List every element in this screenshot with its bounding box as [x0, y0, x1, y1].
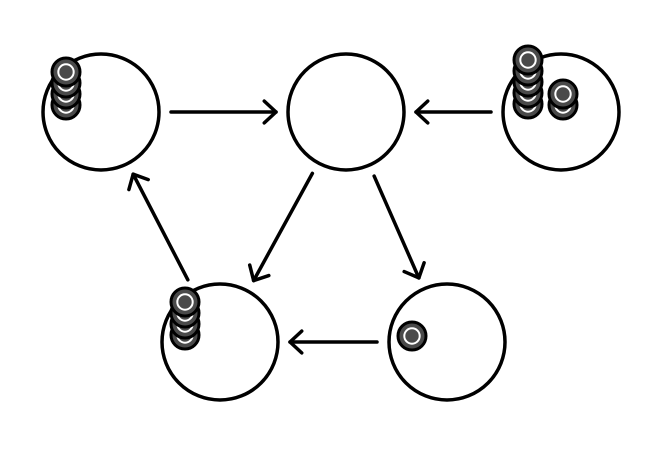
chip [396, 320, 428, 352]
chip-body [512, 44, 544, 76]
chips-layer [50, 44, 579, 352]
chip-body [50, 56, 82, 88]
chip-body [547, 78, 579, 110]
edges-layer [127, 99, 493, 355]
chip-ring [554, 85, 572, 103]
arrowhead [262, 99, 278, 125]
chip-ring [403, 327, 421, 345]
chip-ring [519, 51, 537, 69]
chip-stack-top-left-1 [50, 56, 82, 121]
arrowhead [288, 329, 304, 355]
chip-ring [176, 293, 194, 311]
edge-bottom-left-to-top-left [127, 172, 190, 282]
arrowhead [127, 172, 150, 192]
node-top-center [286, 52, 406, 172]
chip-body [169, 286, 201, 318]
chip [169, 286, 201, 318]
edge-line [372, 174, 421, 280]
chip [512, 44, 544, 76]
arrowhead [414, 99, 430, 125]
chip [50, 56, 82, 88]
arrowhead [247, 263, 271, 283]
edge-top-left-to-top-center [169, 99, 278, 125]
chip-stack-top-right-2 [547, 78, 579, 121]
edge-line [251, 171, 315, 283]
edge-line [131, 172, 190, 282]
node-bottom-right [387, 282, 507, 402]
chip-stack-bottom-left-1 [169, 286, 201, 351]
edge-bottom-right-to-bottom-left [288, 329, 379, 355]
chip [547, 78, 579, 110]
arrowhead [402, 261, 426, 280]
chip-stack-bottom-right-1 [396, 320, 428, 352]
chip-ring [57, 63, 75, 81]
edge-top-center-to-bottom-left [247, 171, 315, 283]
chip-stack-top-right-1 [512, 44, 544, 120]
edge-top-right-to-top-center [414, 99, 493, 125]
chip-body [396, 320, 428, 352]
edge-top-center-to-bottom-right [372, 174, 426, 280]
